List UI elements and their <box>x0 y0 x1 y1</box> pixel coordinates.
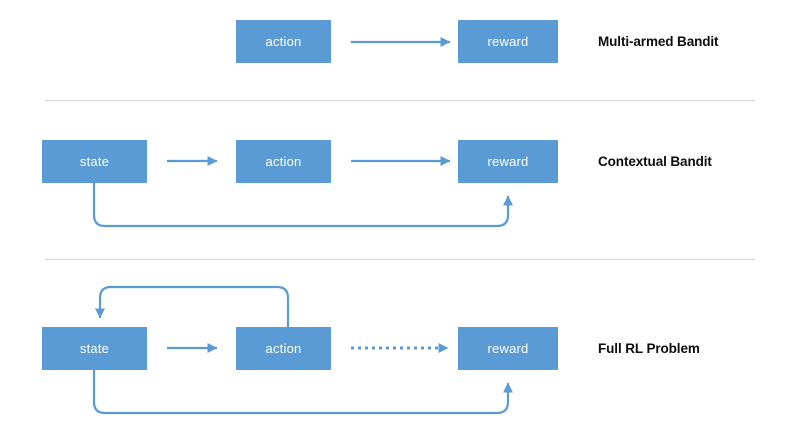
edge-state-to-reward-feedback-row2 <box>92 183 513 228</box>
row-label-multi-armed-bandit: Multi-armed Bandit <box>598 34 719 49</box>
node-action-row3[interactable]: action <box>236 327 331 370</box>
row-label-full-rl-problem: Full RL Problem <box>598 341 700 356</box>
node-label: reward <box>487 341 529 356</box>
row-label-text: Full RL Problem <box>598 341 700 356</box>
row-label-text: Contextual Bandit <box>598 154 712 169</box>
row-label-text: Multi-armed Bandit <box>598 34 719 49</box>
node-action-row2[interactable]: action <box>236 140 331 183</box>
node-reward-row2[interactable]: reward <box>458 140 558 183</box>
node-state-row2[interactable]: state <box>42 140 147 183</box>
node-label: action <box>265 34 302 49</box>
node-label: action <box>265 341 302 356</box>
edge-state-to-reward-feedback-row3 <box>92 370 513 415</box>
node-label: state <box>79 341 110 356</box>
node-reward-row1[interactable]: reward <box>458 20 558 63</box>
node-state-row3[interactable]: state <box>42 327 147 370</box>
row-label-contextual-bandit: Contextual Bandit <box>598 154 712 169</box>
node-label: state <box>79 154 110 169</box>
node-label: reward <box>487 154 529 169</box>
node-label: reward <box>487 34 529 49</box>
node-reward-row3[interactable]: reward <box>458 327 558 370</box>
node-label: action <box>265 154 302 169</box>
edge-action-to-state-feedback-row3 <box>95 285 290 327</box>
node-action-row1[interactable]: action <box>236 20 331 63</box>
